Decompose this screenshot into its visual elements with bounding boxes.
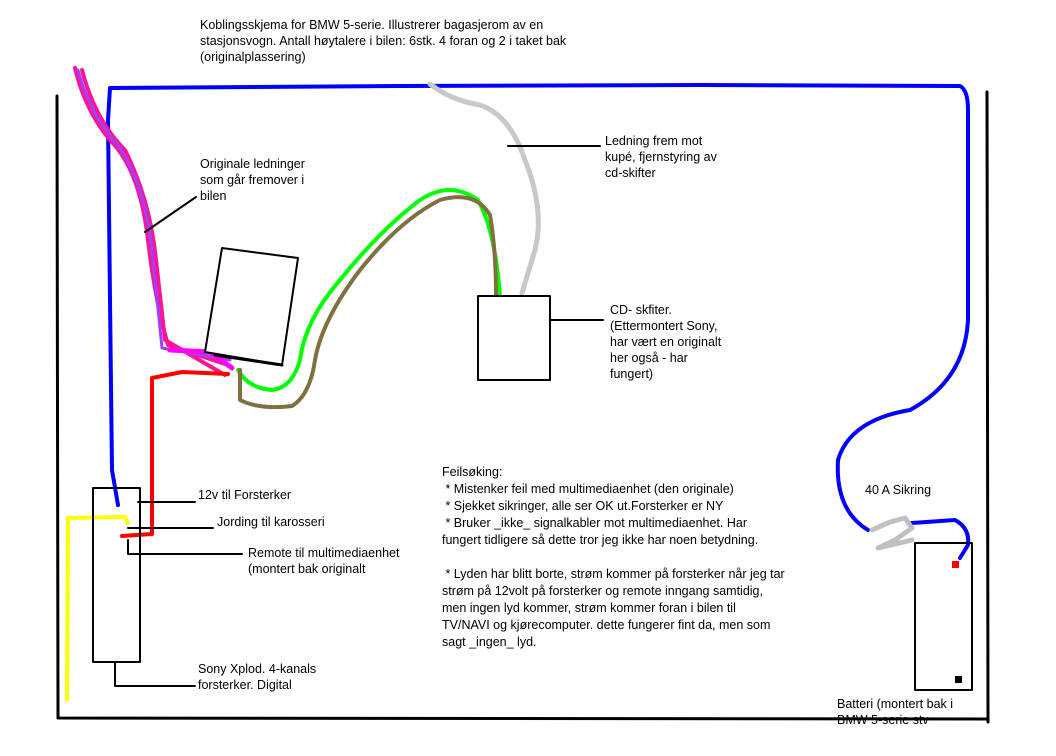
battery-minus-terminal xyxy=(955,676,962,683)
note-line xyxy=(442,549,785,566)
red-power-wire xyxy=(120,370,230,538)
label-remote: Remote til multimediaenhet (montert bak o… xyxy=(248,545,399,577)
note-line: * Sjekket sikringer, alle ser OK ut.Fors… xyxy=(442,499,724,513)
label-line: kupé, fjernstyring av xyxy=(605,150,717,164)
label-line: forsterker. Digital xyxy=(198,678,292,692)
label-line: bilen xyxy=(200,189,227,203)
note-line: * Bruker _ikke_ signalkabler mot multime… xyxy=(442,516,747,530)
trunk-outline xyxy=(55,90,990,724)
label-line: som går fremover i xyxy=(200,173,305,187)
battery-wire-blue xyxy=(910,518,971,560)
gray-wire xyxy=(427,81,541,296)
title-line: stasjonsvogn. Antall høytalere i bilen: … xyxy=(200,34,567,48)
label-line: Remote til multimediaenhet xyxy=(248,546,400,560)
note-line: fungert tidligere så dette tror jeg ikke… xyxy=(442,533,759,547)
label-battery: Batteri (montert bak i BMW 5-serie stv xyxy=(837,696,953,728)
note-line: sagt _ingen_ lyd. xyxy=(442,635,537,649)
label-front-wire: Ledning frem mot kupé, fjernstyring av cd-… xyxy=(605,133,717,181)
label-amplifier: Sony Xplod. 4-kanals forsterker. Digital xyxy=(198,661,316,693)
note-line: * Mistenker feil med multimediaenhet (de… xyxy=(442,482,734,496)
multimedia-unit-base xyxy=(213,353,284,367)
label-line: Batteri (montert bak i xyxy=(837,697,954,711)
note-line: men ingen lyd kommer, strøm kommer foran… xyxy=(442,601,736,615)
label-line: Ledning frem mot xyxy=(605,134,703,148)
note-line: * Lyden har blitt borte, strøm kommer på… xyxy=(442,567,785,581)
purple-wire xyxy=(76,68,232,362)
note-line: TV/NAVI og kjørecomputer. dette fungerer… xyxy=(442,618,771,632)
troubleshooting-notes: Feilsøking: * Mistenker feil med multime… xyxy=(442,464,785,651)
battery-plus-terminal xyxy=(952,561,959,568)
label-line: cd-skifter xyxy=(605,166,656,180)
title-note: Koblingsskjema for BMW 5-serie. Illustre… xyxy=(200,17,566,65)
label-line: CD- skfiter. xyxy=(610,303,672,317)
title-line: (originalplassering) xyxy=(200,50,306,64)
label-line: Sony Xplod. 4-kanals xyxy=(198,662,317,676)
label-line: har vært en originalt xyxy=(610,335,722,349)
label-line: (montert bak originalt xyxy=(248,562,366,576)
fuse-icon xyxy=(869,515,915,551)
label-line: BMW 5-serie stv xyxy=(837,713,929,727)
label-line: (Ettermontert Sony, xyxy=(610,319,718,333)
title-line: Koblingsskjema for BMW 5-serie. Illustre… xyxy=(200,18,544,32)
label-line: Originale ledninger xyxy=(200,157,305,171)
cd-changer-box xyxy=(477,295,551,381)
label-fuse: 40 A Sikring xyxy=(865,483,932,497)
label-line: her også - har xyxy=(610,351,688,365)
label-cd-changer: CD- skfiter. (Ettermontert Sony, har vært … xyxy=(610,302,721,382)
label-leader-lines xyxy=(114,145,604,687)
battery-box xyxy=(914,542,973,691)
label-12v: 12v til Forsterker xyxy=(198,488,292,502)
yellow-ground-wire xyxy=(65,515,130,702)
power-wire-blue xyxy=(106,83,970,532)
note-line: Feilsøking: xyxy=(442,465,503,479)
multimedia-unit xyxy=(204,247,299,366)
label-original-wires: Originale ledninger som går fremover i bil… xyxy=(200,156,305,204)
pink-wire-2 xyxy=(80,68,227,377)
label-line: fungert) xyxy=(610,367,654,381)
amplifier-box xyxy=(92,487,141,663)
note-line: strøm på 12volt på forsterker og remote … xyxy=(442,584,763,598)
label-ground: Jording til karosseri xyxy=(217,515,325,529)
olive-wire xyxy=(238,195,498,410)
